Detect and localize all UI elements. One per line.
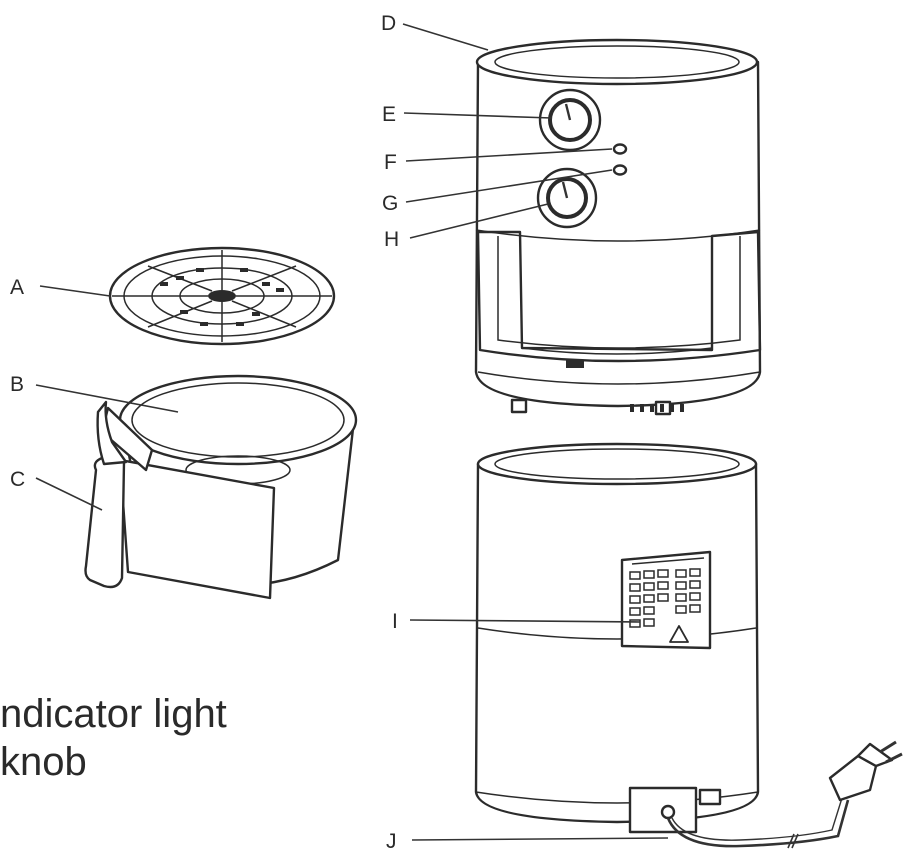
temperature-knob [536, 167, 598, 229]
timer-knob [538, 88, 602, 152]
label-g: G [382, 192, 398, 215]
indicator-lights [612, 143, 628, 176]
label-c: C [10, 468, 25, 491]
air-fryer-main-unit [474, 38, 762, 416]
label-d: D [381, 12, 396, 35]
label-j: J [386, 830, 397, 853]
label-e: E [382, 103, 396, 126]
caption-line-1: ndicator light [0, 692, 227, 736]
power-cord [628, 740, 903, 849]
crisper-plate [108, 246, 336, 346]
caption-line-2: knob [0, 740, 87, 784]
label-f: F [384, 151, 397, 174]
label-a: A [10, 276, 24, 299]
label-h: H [384, 228, 399, 251]
cooking-basket [100, 374, 358, 600]
air-fryer-rear-view [474, 442, 760, 824]
label-i: I [392, 610, 398, 633]
label-b: B [10, 373, 24, 396]
rating-label-plate [620, 550, 712, 650]
basket-handle [84, 400, 128, 589]
part-labels: A B C D E F G H I J [10, 12, 399, 853]
leader-lines [35, 23, 669, 841]
